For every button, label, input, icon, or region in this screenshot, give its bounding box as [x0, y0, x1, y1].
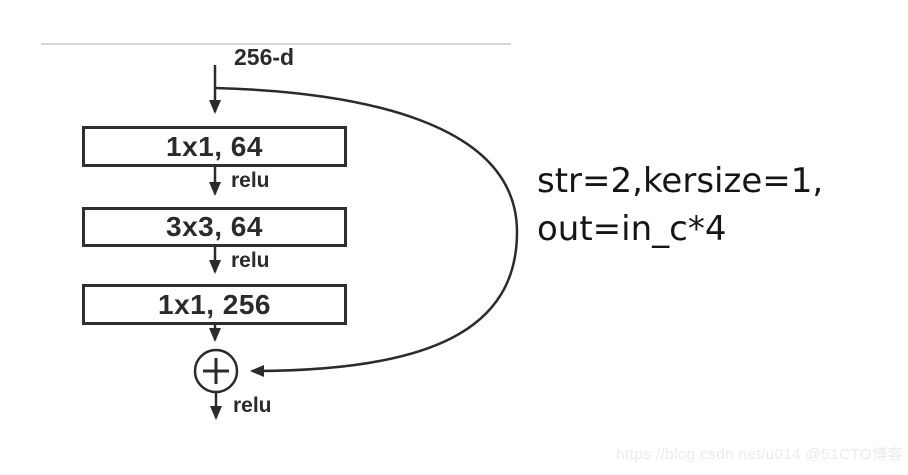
input-dim-label: 256-d [234, 44, 295, 70]
conv-box-label: 1x1, 256 [158, 288, 271, 320]
relu-label-3: relu [233, 394, 272, 417]
conv-box-1x1-64: 1x1, 64 [82, 126, 347, 167]
conv-box-label: 1x1, 64 [166, 130, 263, 162]
relu-label-1: relu [231, 169, 270, 192]
watermark-text: https://blog.csdn.net/u014 @51CTO博客 [616, 446, 903, 463]
conv-box-3x3-64: 3x3, 64 [82, 207, 347, 247]
parameter-annotation: str=2,kersize=1, out=in_c*4 [537, 157, 823, 253]
skip-connection-curve [214, 86, 519, 377]
conv-box-1x1-256: 1x1, 256 [82, 284, 347, 325]
conv-box-label: 3x3, 64 [166, 211, 263, 242]
annotation-line-1: str=2,kersize=1, [537, 161, 824, 201]
add-operator-icon [193, 348, 239, 394]
relu-label-2: relu [231, 249, 270, 272]
annotation-line-2: out=in_c*4 [537, 209, 727, 249]
